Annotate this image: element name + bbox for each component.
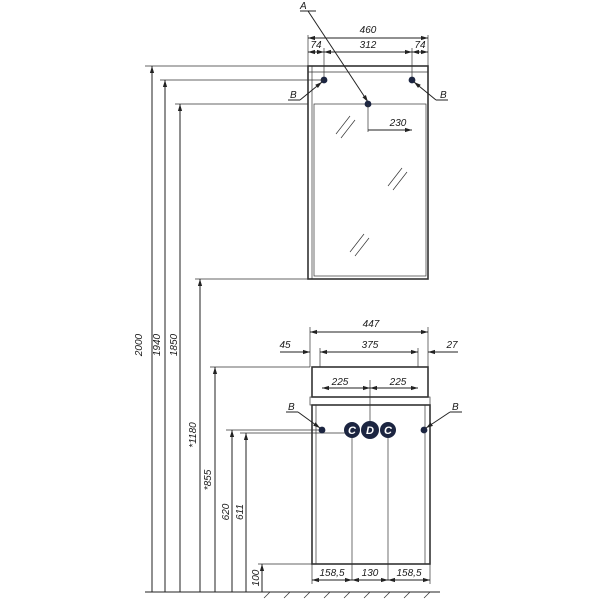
dim-27: 27 (445, 340, 458, 351)
dim-100: 100 (251, 569, 262, 586)
dim-312: 312 (360, 40, 377, 51)
connection-d (361, 421, 379, 439)
dim-1940: 1940 (152, 333, 163, 356)
mirror-cabinet (307, 65, 429, 280)
hole-label-b-right-bottom: B (452, 402, 459, 413)
vertical-dimensions: 2000 1940 1850 *1180 *855 620 611 100 (134, 65, 350, 592)
dim-158-5-left: 158,5 (319, 568, 344, 579)
dim-74-left: 74 (310, 40, 322, 51)
top-dimensions: 460 74 312 74 (307, 25, 429, 80)
hole-b-right-top (408, 76, 416, 84)
dim-611: 611 (235, 504, 246, 520)
point-a-label: A (299, 1, 307, 12)
hole-label-b-left-bottom: B (288, 402, 295, 413)
hole-b-left-bottom (318, 426, 326, 434)
dim-460: 460 (360, 25, 377, 36)
mirror-mount-holes: B B 230 (288, 76, 448, 133)
dim-1850: 1850 (169, 333, 180, 356)
mirror-reflection-marks (335, 115, 408, 257)
dim-375: 375 (362, 340, 379, 351)
vanity-mount-holes: B B (286, 402, 462, 434)
dim-447: 447 (363, 319, 380, 330)
floor (145, 591, 440, 599)
dim-855: *855 (203, 469, 214, 490)
hole-label-b-right: B (440, 90, 447, 101)
dim-2000: 2000 (134, 333, 145, 357)
connection-label-c-left: C (348, 425, 357, 437)
connection-c-left (344, 422, 360, 438)
bottom-dimensions: 158,5 130 158,5 (311, 564, 431, 584)
hole-b-right-bottom (420, 426, 428, 434)
point-a-leader: A (299, 1, 369, 103)
dim-225-right: 225 (389, 377, 407, 388)
dim-74-right: 74 (414, 40, 426, 51)
dim-158-5-right: 158,5 (396, 568, 421, 579)
vanity-top-dimensions: 447 375 45 27 225 225 (279, 319, 458, 428)
hole-label-b-left: B (290, 90, 297, 101)
dim-1180: *1180 (188, 422, 199, 448)
dim-620: 620 (221, 503, 232, 520)
connection-label-d: D (366, 425, 374, 437)
connection-label-c-right: C (384, 425, 393, 437)
dim-225-left: 225 (331, 377, 349, 388)
dim-230: 230 (389, 118, 407, 129)
dim-130: 130 (362, 568, 379, 579)
utility-connections: C D C (344, 421, 396, 580)
dim-45: 45 (279, 340, 291, 351)
connection-c-right (380, 422, 396, 438)
